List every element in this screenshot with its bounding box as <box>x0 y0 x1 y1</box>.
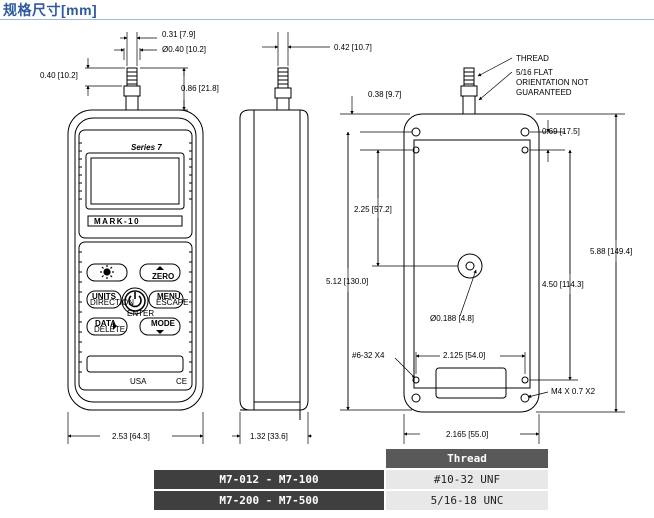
triangle-up-icon <box>156 266 164 270</box>
key-data: DATA <box>95 319 116 328</box>
label-screw-right: M4 X 0.7 X2 <box>551 387 596 396</box>
device-usa: USA <box>130 377 147 386</box>
label-flat-2: ORIENTATION NOT <box>516 78 589 87</box>
dim-hole-span-vertical: 5.12 [130.0] <box>326 277 368 286</box>
dim-rear-hole-offset: 0.69 [17.5] <box>542 127 580 136</box>
table-row: M7-200 - M7-500 5/16-18 UNC <box>154 491 548 510</box>
dim-mount-horizontal: 2.125 [54.0] <box>443 351 485 360</box>
table-cell-model: M7-012 - M7-100 <box>154 470 384 489</box>
table-cell-model: M7-200 - M7-500 <box>154 491 384 510</box>
side-dimensions <box>232 32 330 444</box>
table-cell-thread: #10-32 UNF <box>386 470 548 489</box>
dim-body-width: 2.53 [64.3] <box>112 432 150 441</box>
dim-body-depth: 1.32 [33.6] <box>250 432 288 441</box>
dim-shaft-length: 0.40 [10.2] <box>40 71 78 80</box>
key-menu-sub: ESCAPE <box>156 298 188 307</box>
label-screw-left: #6-32 X4 <box>352 351 385 360</box>
table-header-blank <box>154 449 384 468</box>
key-zero: ZERO <box>152 272 174 281</box>
page-title: 规格尺寸[mm] <box>3 2 98 18</box>
table-cell-thread: 5/16-18 UNC <box>386 491 548 510</box>
key-data-sub: DELETE <box>94 325 125 334</box>
label-flat-1: 5/16 FLAT <box>516 68 553 77</box>
side-view <box>239 67 309 420</box>
device-ce: CE <box>176 377 187 386</box>
label-thread: THREAD <box>516 54 549 63</box>
key-menu: MENU <box>157 292 181 301</box>
front-dimensions <box>67 32 204 444</box>
dim-shaft-diameter: Ø0.40 [10.2] <box>162 45 206 54</box>
dim-hole-to-center: 2.25 [57.2] <box>354 205 392 214</box>
key-mode: MODE <box>151 319 176 328</box>
dim-mount-vertical: 4.50 [114.3] <box>542 280 584 289</box>
dim-center-hole: Ø0.188 [4.8] <box>430 314 474 323</box>
device-series: Series 7 <box>131 143 162 152</box>
dim-shaft-width: 0.31 [7.9] <box>162 30 195 39</box>
dim-rear-top: 0.38 [9.7] <box>368 90 401 99</box>
key-units-sub: DIRECTION <box>90 298 134 307</box>
device-brand: MARK-10 <box>94 217 140 226</box>
triangle-right-icon <box>113 322 117 330</box>
table-header-thread: Thread <box>386 449 548 468</box>
key-enter: ENTER <box>127 309 154 318</box>
title-divider <box>0 19 654 20</box>
dim-hole-span-horizontal: 2.165 [55.0] <box>446 430 488 439</box>
table-row: M7-012 - M7-100 #10-32 UNF <box>154 470 548 489</box>
dimension-drawing: Series 7 MARK-10 ZERO UNITS DIRECTION ME… <box>40 30 632 444</box>
dim-shaft-height: 0.86 [21.8] <box>181 84 219 93</box>
label-flat-3: GUARANTEED <box>516 88 572 97</box>
thread-spec-table: Thread M7-012 - M7-100 #10-32 UNF M7-200… <box>152 447 550 512</box>
dim-body-height: 5.88 [149.4] <box>590 247 632 256</box>
front-view <box>67 67 204 411</box>
dim-side-shaft: 0.42 [10.7] <box>334 43 372 52</box>
rear-view <box>403 67 540 413</box>
triangle-down-icon <box>156 330 164 334</box>
power-icon <box>128 292 142 308</box>
rear-dimensions <box>340 57 625 444</box>
sun-icon <box>100 265 114 279</box>
key-units: UNITS <box>92 292 117 301</box>
